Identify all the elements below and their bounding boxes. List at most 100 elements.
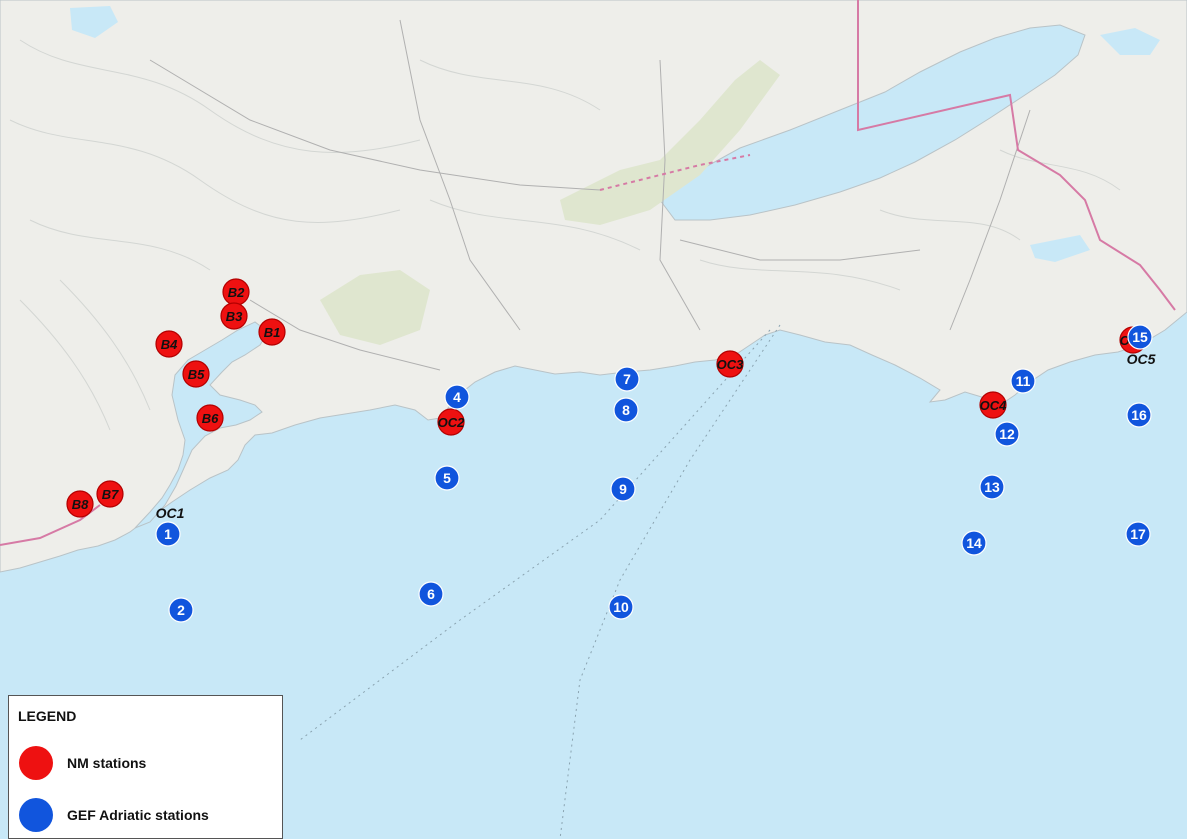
nm-station-b3[interactable]: B3 (220, 302, 248, 330)
blue-circle-icon (614, 366, 640, 392)
red-circle-icon (716, 350, 744, 378)
park-area (320, 270, 430, 345)
nm-station-label: B3 (226, 309, 243, 324)
nm-station-label: B5 (188, 367, 205, 382)
nm-station-label: OC3 (717, 357, 745, 372)
gef-station-number: 5 (443, 470, 451, 486)
blue-circle-icon (444, 384, 470, 410)
red-circle-icon (182, 360, 210, 388)
blue-circle-icon (979, 474, 1005, 500)
gef-station-number: 12 (999, 426, 1015, 442)
blue-circle-icon (1125, 521, 1151, 547)
legend-item-gef: GEF Adriatic stations (19, 798, 209, 832)
blue-circle-icon (610, 476, 636, 502)
gef-station-number: 7 (623, 371, 631, 387)
gef-station-number: 9 (619, 481, 627, 497)
red-circle-icon (220, 302, 248, 330)
nm-station-label: OC2 (438, 415, 466, 430)
park-area (560, 60, 780, 225)
oc-label-oc5: OC5 (1127, 351, 1156, 367)
nm-station-label: B6 (202, 411, 219, 426)
blue-circle-icon (19, 798, 53, 832)
gef-station-15[interactable]: 15 (1127, 324, 1153, 350)
gef-station-10[interactable]: 10 (608, 594, 634, 620)
blue-circle-icon (155, 521, 181, 547)
nm-station-label: B2 (228, 285, 245, 300)
gef-station-1[interactable]: 1 (155, 521, 181, 547)
gef-station-number: 10 (613, 599, 629, 615)
nm-station-layer: B1B2B3B4B5B6B7B8OC2OC3OC4OC5 (66, 278, 1147, 518)
gef-station-9[interactable]: 9 (610, 476, 636, 502)
gef-station-7[interactable]: 7 (614, 366, 640, 392)
nm-station-label: B4 (161, 337, 178, 352)
small-lake (70, 6, 118, 38)
nm-station-label: B8 (72, 497, 89, 512)
red-circle-icon (258, 318, 286, 346)
gef-station-8[interactable]: 8 (613, 397, 639, 423)
gef-station-number: 1 (164, 526, 172, 542)
blue-circle-icon (961, 530, 987, 556)
blue-circle-icon (613, 397, 639, 423)
blue-circle-icon (434, 465, 460, 491)
blue-circle-icon (1127, 324, 1153, 350)
red-circle-icon (196, 404, 224, 432)
gef-station-2[interactable]: 2 (168, 597, 194, 623)
maritime-line (299, 324, 781, 839)
nm-station-b5[interactable]: B5 (182, 360, 210, 388)
red-circle-icon (155, 330, 183, 358)
gef-station-5[interactable]: 5 (434, 465, 460, 491)
gef-station-16[interactable]: 16 (1126, 402, 1152, 428)
blue-circle-icon (418, 581, 444, 607)
blue-circle-icon (168, 597, 194, 623)
nm-station-oc3[interactable]: OC3 (716, 350, 745, 378)
gef-station-6[interactable]: 6 (418, 581, 444, 607)
map-legend: LEGEND NM stations GEF Adriatic stations (8, 695, 283, 839)
gef-station-4[interactable]: 4 (444, 384, 470, 410)
gef-station-number: 4 (453, 389, 461, 405)
gef-station-14[interactable]: 14 (961, 530, 987, 556)
gef-station-number: 13 (984, 479, 1000, 495)
legend-title: LEGEND (18, 708, 77, 724)
gef-station-number: 8 (622, 402, 630, 418)
nm-station-b8[interactable]: B8 (66, 490, 94, 518)
gef-station-number: 2 (177, 602, 185, 618)
legend-label-gef: GEF Adriatic stations (67, 807, 209, 823)
gef-station-11[interactable]: 11 (1010, 368, 1036, 394)
blue-circle-icon (608, 594, 634, 620)
red-circle-icon (96, 480, 124, 508)
red-circle-icon (66, 490, 94, 518)
blue-circle-icon (1126, 402, 1152, 428)
gef-station-number: 16 (1131, 407, 1147, 423)
gef-station-12[interactable]: 12 (994, 421, 1020, 447)
nm-station-oc2[interactable]: OC2 (437, 408, 466, 436)
gef-station-number: 15 (1132, 329, 1148, 345)
red-circle-icon (19, 746, 53, 780)
nm-station-b4[interactable]: B4 (155, 330, 183, 358)
small-lake (1030, 235, 1090, 262)
lake-skadar (659, 24, 1086, 221)
small-lake (1100, 28, 1160, 55)
road-network (149, 19, 1031, 371)
nm-station-label: B1 (264, 325, 281, 340)
blue-circle-icon (994, 421, 1020, 447)
nm-station-oc4[interactable]: OC4 (979, 391, 1008, 419)
terrain-relief (9, 39, 1121, 431)
oc-label-oc1: OC1 (156, 505, 185, 521)
blue-circle-icon (1010, 368, 1036, 394)
nm-station-b7[interactable]: B7 (96, 480, 124, 508)
nm-station-label: OC4 (980, 398, 1008, 413)
nm-station-b6[interactable]: B6 (196, 404, 224, 432)
gef-station-number: 17 (1130, 526, 1146, 542)
nm-station-b1[interactable]: B1 (258, 318, 286, 346)
gef-station-17[interactable]: 17 (1125, 521, 1151, 547)
nm-station-b2[interactable]: B2 (222, 278, 250, 306)
nm-station-label: B7 (102, 487, 119, 502)
gef-station-number: 14 (966, 535, 982, 551)
gef-station-13[interactable]: 13 (979, 474, 1005, 500)
red-circle-icon (437, 408, 465, 436)
legend-label-nm: NM stations (67, 755, 147, 771)
red-circle-icon (979, 391, 1007, 419)
gef-station-number: 6 (427, 586, 435, 602)
oc-label-layer: OC1 OC5 (156, 351, 1156, 521)
